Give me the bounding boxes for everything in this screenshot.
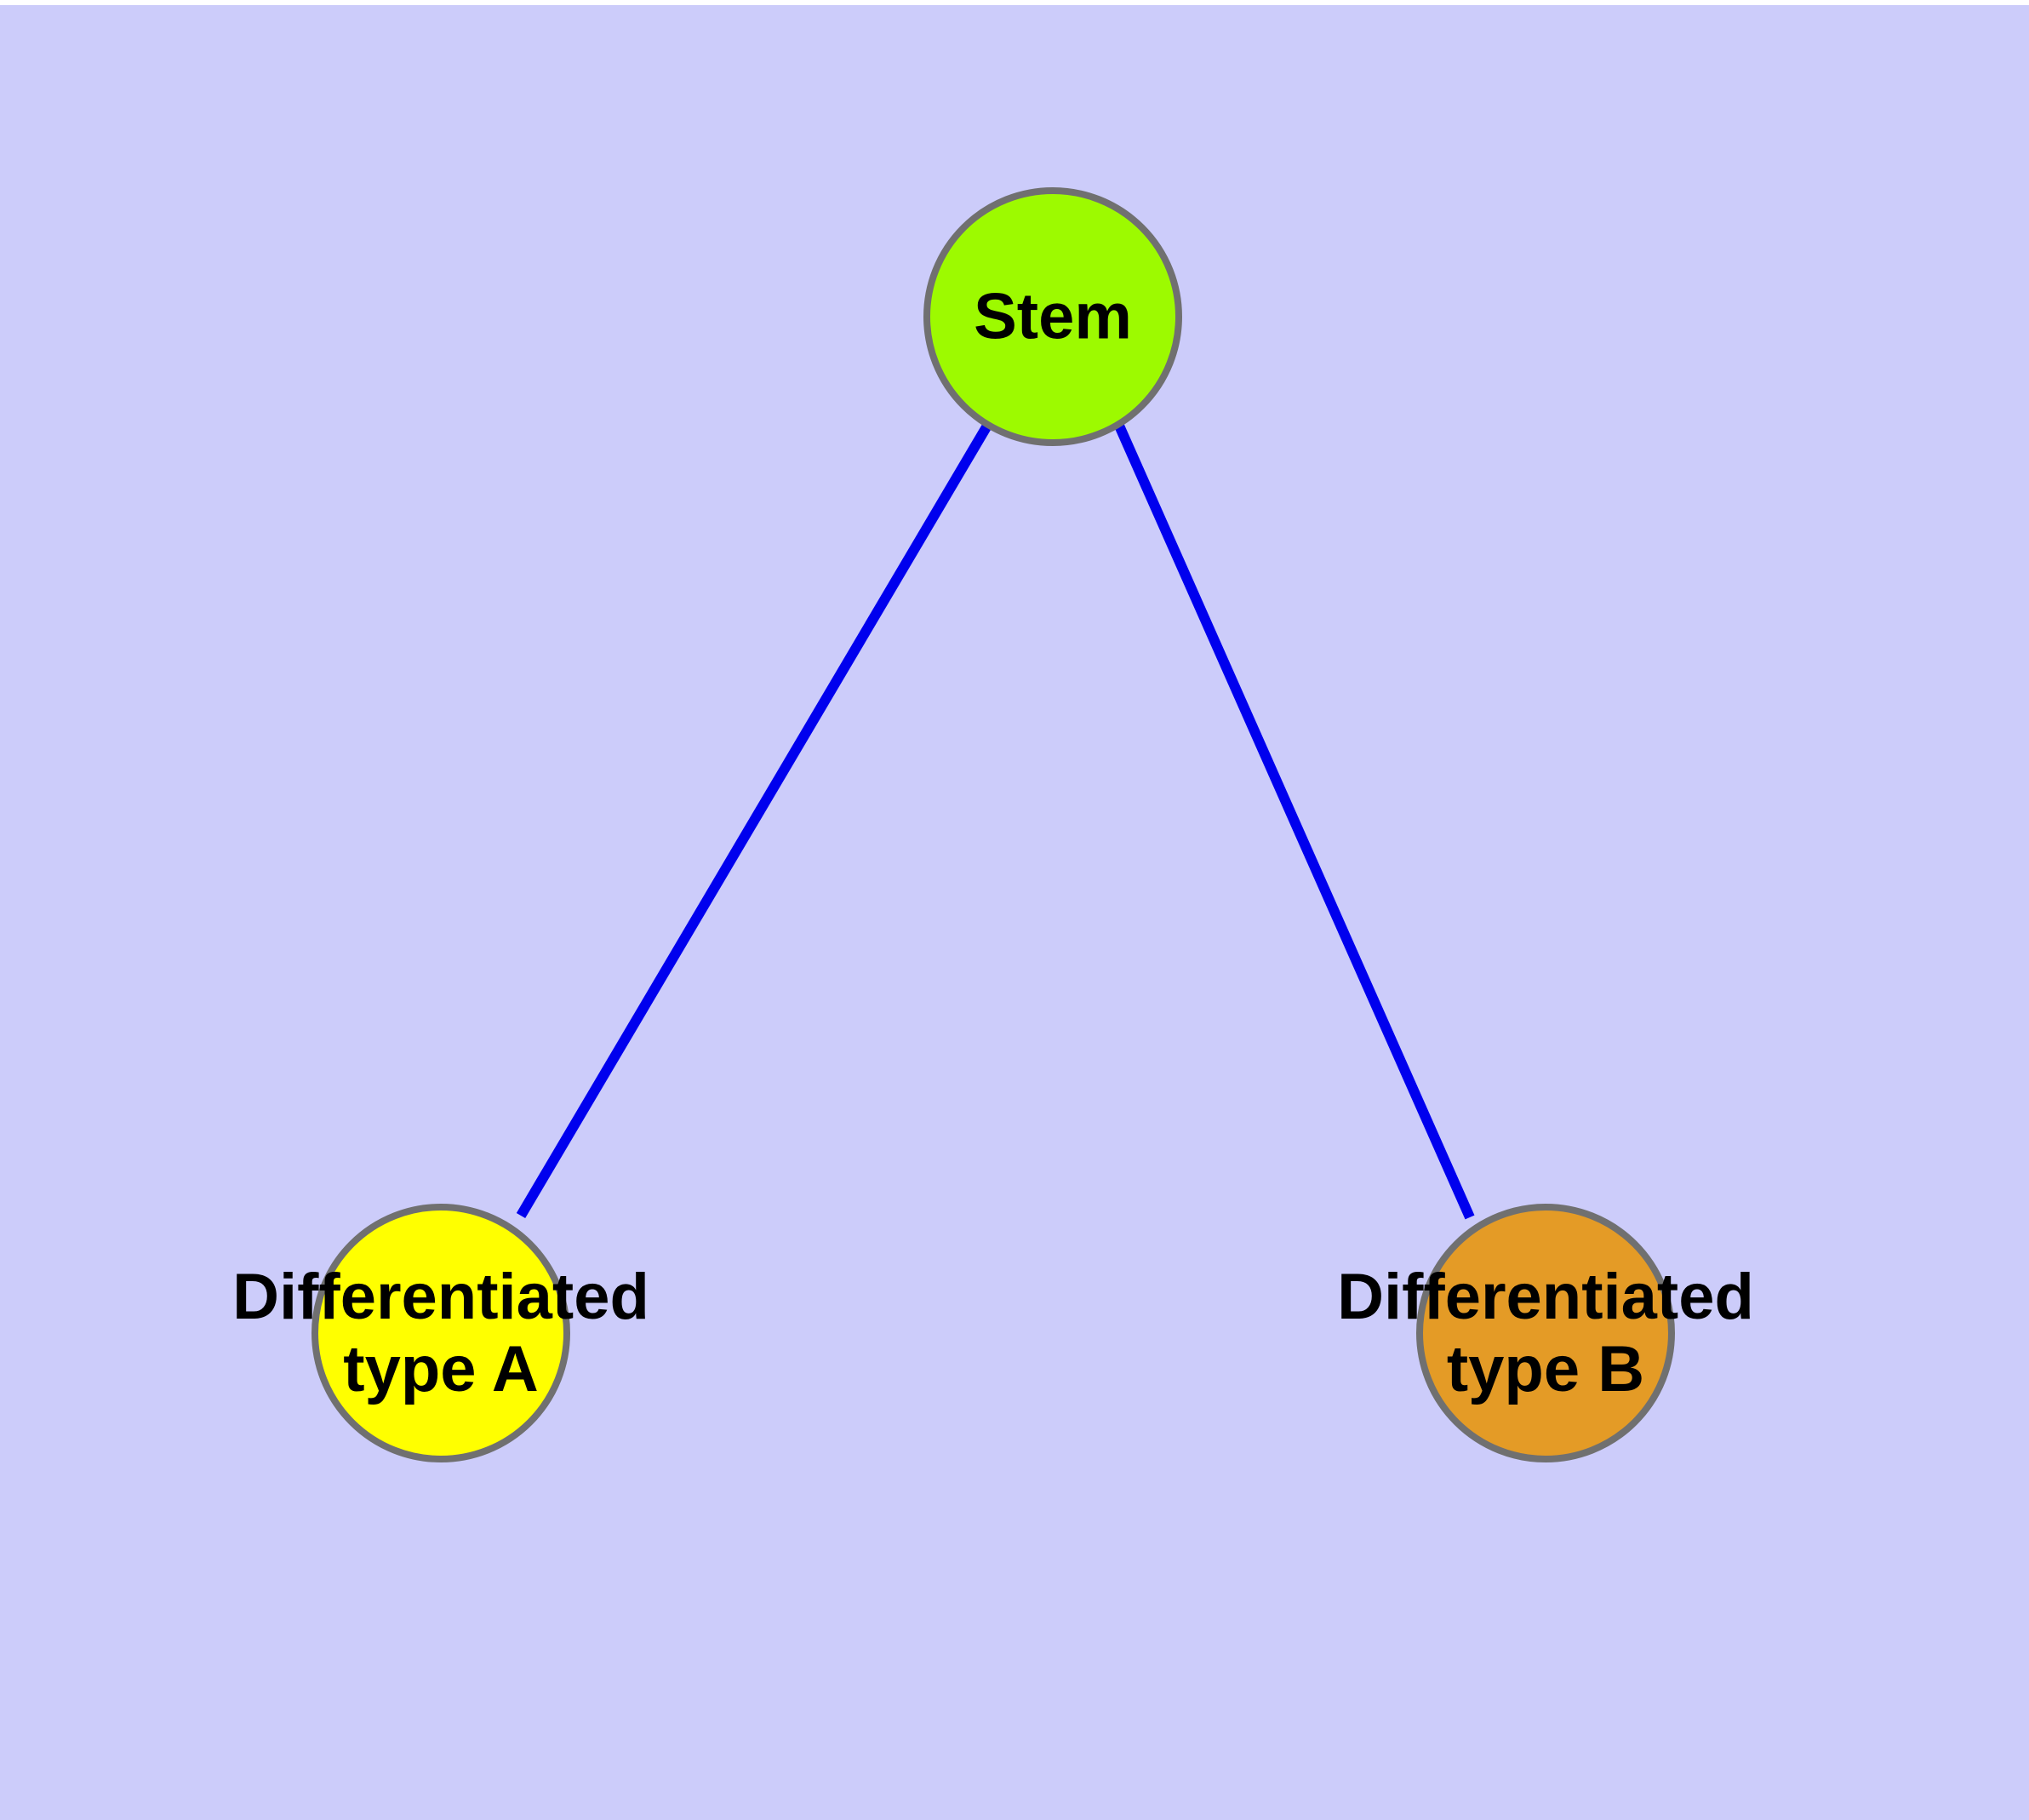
node-layer xyxy=(311,187,1675,1462)
edge-stem-to-diff-b[interactable] xyxy=(1114,423,1475,1220)
node-diff-b[interactable] xyxy=(1416,1204,1675,1462)
node-stem[interactable] xyxy=(923,187,1182,446)
node-diff-a[interactable] xyxy=(311,1204,570,1462)
edge-layer xyxy=(516,422,1475,1220)
edge-stem-to-diff-a[interactable] xyxy=(516,422,992,1219)
